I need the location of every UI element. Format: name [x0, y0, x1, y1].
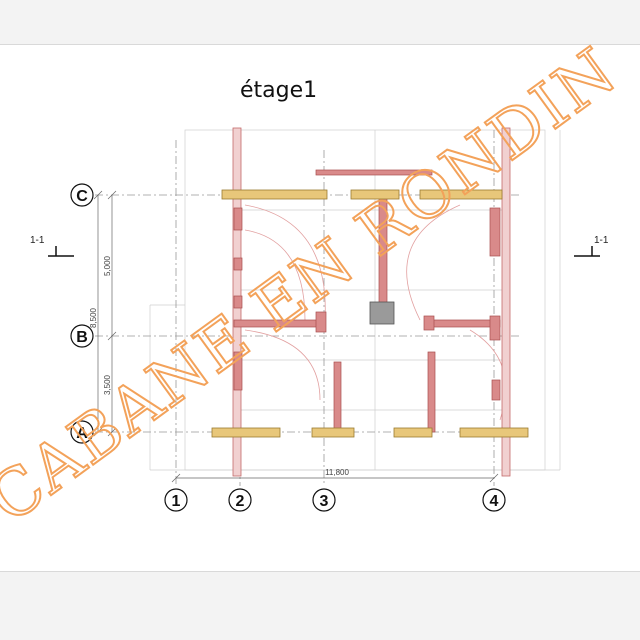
dimension-lines — [93, 190, 499, 483]
timber-beams — [211, 189, 529, 438]
grid-label-b: B — [76, 329, 88, 346]
grid-label-1: 1 — [172, 493, 181, 510]
grid-bubble-2: 2 — [228, 488, 252, 512]
grid-bubble-b: B — [70, 324, 94, 348]
dim-total-depth: 8,500 — [89, 307, 98, 328]
dim-span-ba: 3,500 — [103, 374, 112, 395]
dim-total-width: 11,800 — [325, 468, 349, 477]
construction-lines — [149, 129, 561, 471]
section-label-right: 1-1 — [594, 235, 609, 246]
section-label-left: 1-1 — [30, 235, 45, 246]
dim-span-cb: 5,000 — [103, 255, 112, 276]
grid-label-c: C — [76, 188, 88, 205]
floor-title: étage1 — [240, 78, 318, 103]
grid-bubble-1: 1 — [164, 488, 188, 512]
drawing-sheet — [0, 44, 640, 572]
grid-bubble-c: C — [70, 183, 94, 207]
section-marker-left: 1-1 — [30, 235, 74, 257]
grid-bubble-3: 3 — [312, 488, 336, 512]
section-marker-right: 1-1 — [574, 235, 609, 257]
grid-label-4: 4 — [490, 493, 499, 510]
grid-bubble-a: A — [70, 420, 94, 444]
grid-label-a: A — [76, 425, 88, 442]
stove-block — [369, 301, 395, 325]
grid-label-3: 3 — [320, 493, 329, 510]
grid-bubble-4: 4 — [482, 488, 506, 512]
watermark: CABANE EN RONDIN — [0, 34, 631, 538]
partition-walls — [233, 169, 501, 433]
grid-label-2: 2 — [236, 493, 245, 510]
